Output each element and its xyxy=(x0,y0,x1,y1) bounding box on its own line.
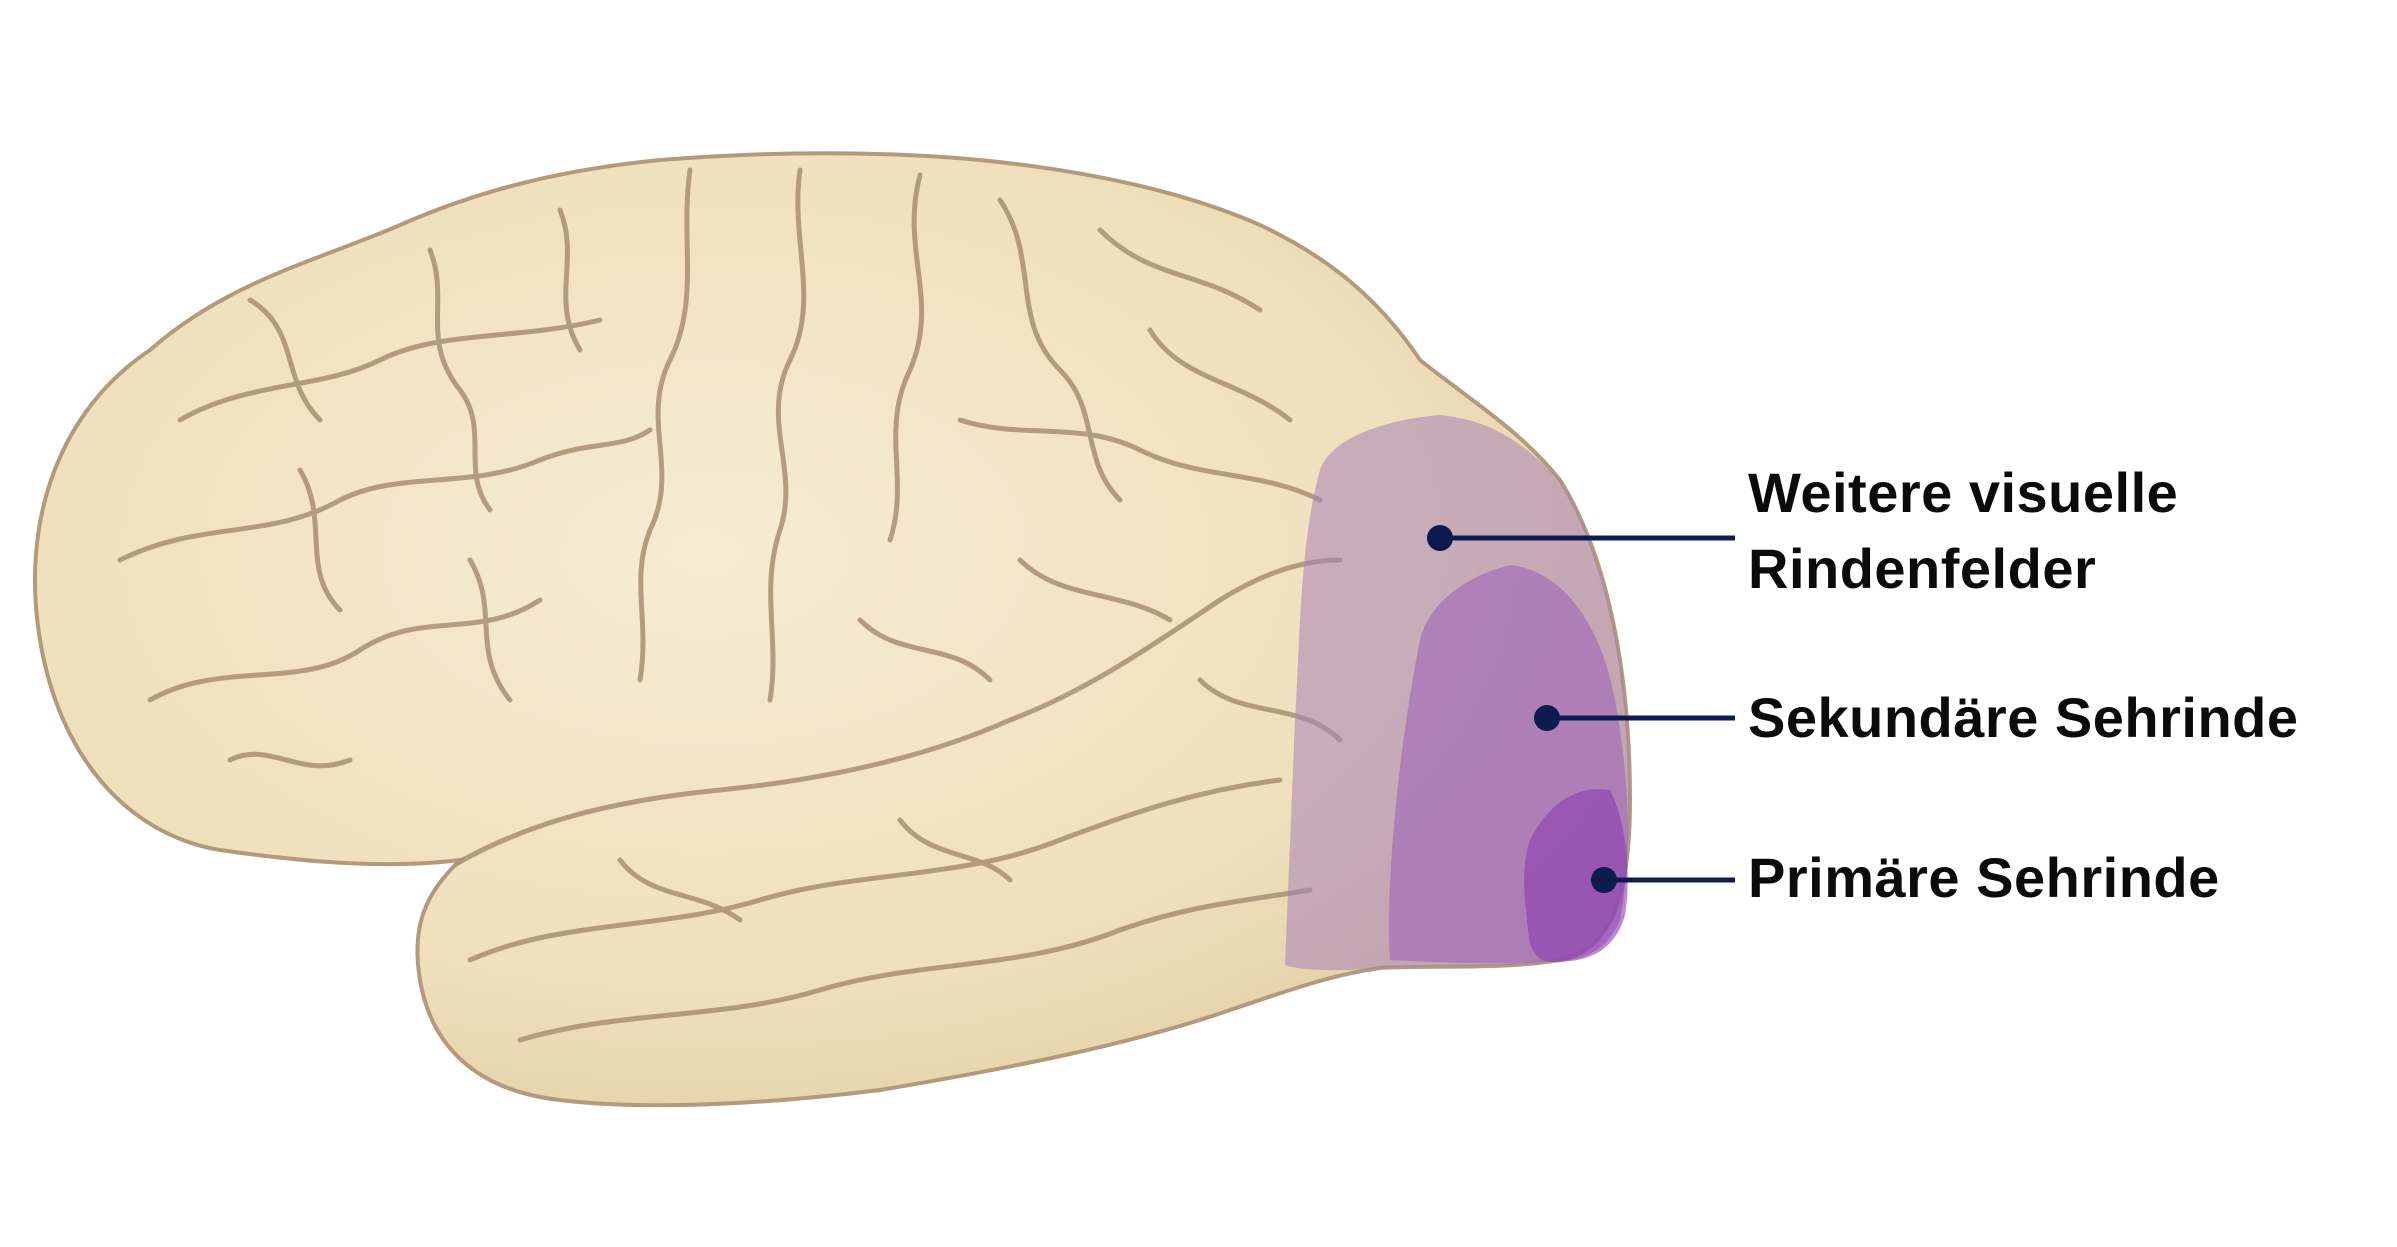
pointer-dot-sekundaer xyxy=(1534,705,1560,731)
pointer-dot-primaer xyxy=(1591,867,1617,893)
region-primaere-sehrinde xyxy=(1524,789,1628,962)
sulci-lines xyxy=(117,167,1343,1043)
visual-cortex-regions xyxy=(1285,415,1630,971)
pointer-dot-weitere xyxy=(1427,525,1453,551)
label-weitere-visuelle-rindenfelder: Weitere visuelle Rindenfelder xyxy=(1748,455,2178,607)
pointer-weitere xyxy=(1427,525,1735,551)
label-primaere-sehrinde: Primäre Sehrinde xyxy=(1748,840,2220,916)
label-sekundaer-text: Sekundäre Sehrinde xyxy=(1748,686,2299,749)
pointer-primaer xyxy=(1591,867,1735,893)
label-weitere-line2: Rindenfelder xyxy=(1748,537,2097,600)
pointer-sekundaer xyxy=(1534,705,1735,731)
label-weitere-line1: Weitere visuelle xyxy=(1748,461,2179,524)
label-primaer-text: Primäre Sehrinde xyxy=(1748,846,2220,909)
label-sekundaere-sehrinde: Sekundäre Sehrinde xyxy=(1748,680,2299,756)
